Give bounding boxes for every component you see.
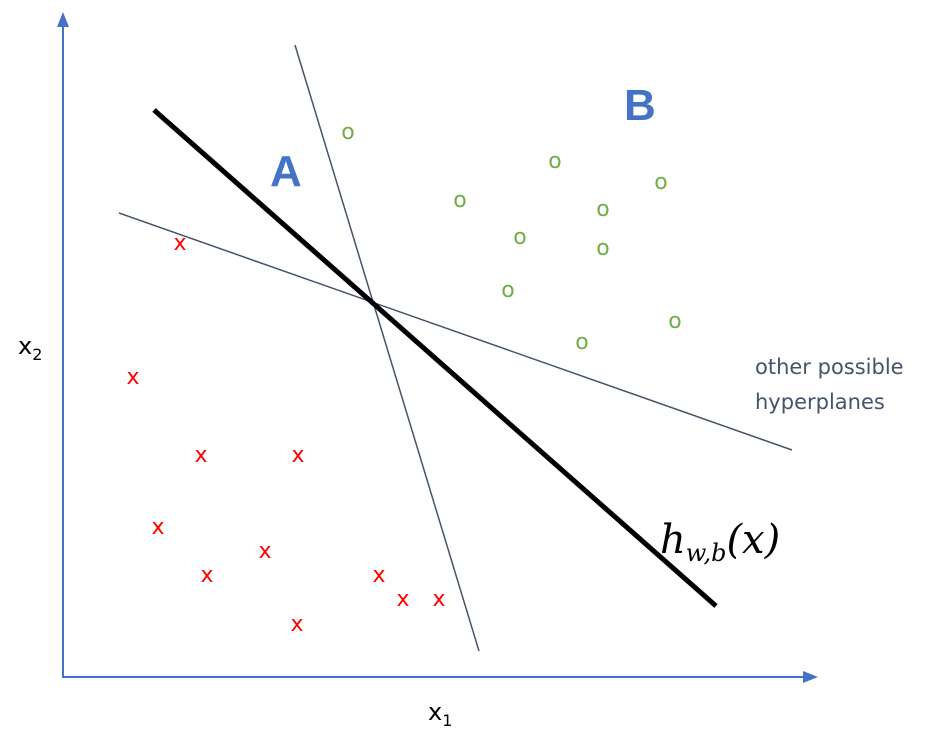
- class-x-point: x: [173, 231, 186, 256]
- class-x-point: x: [396, 587, 409, 612]
- class-x-point: x: [194, 443, 207, 468]
- class-x-point: x: [372, 563, 385, 588]
- y-axis-label: x2: [18, 332, 42, 364]
- axes: [57, 12, 818, 683]
- x-axis-label: x1: [428, 698, 452, 730]
- other-hyperplanes-label-line2: hyperplanes: [755, 390, 885, 414]
- class-o-point: o: [548, 149, 561, 174]
- hyperplane-formula: hw,b(x): [660, 517, 780, 567]
- class-o-point: o: [596, 197, 609, 222]
- class-x-point: x: [126, 365, 139, 390]
- x-axis-arrow-icon: [803, 671, 818, 683]
- class-o-point: o: [513, 225, 526, 250]
- class-x-point: x: [290, 612, 303, 637]
- class-o-point: o: [453, 188, 466, 213]
- y-axis-arrow-icon: [57, 12, 69, 27]
- other-hyperplanes-label-line1: other possible: [755, 355, 904, 379]
- class-x-point: x: [291, 443, 304, 468]
- class-o-point: o: [668, 309, 681, 334]
- optimal-hyperplane: [152, 108, 718, 608]
- class-o-point: o: [341, 120, 354, 145]
- class-x-point: x: [432, 587, 445, 612]
- class-x-point: x: [200, 563, 213, 588]
- region-b-label: B: [624, 81, 656, 130]
- class-o-point: o: [575, 330, 588, 355]
- region-a-label: A: [270, 147, 302, 196]
- class-x-point: x: [258, 539, 271, 564]
- class-o-point: o: [501, 278, 514, 303]
- other-hyperplane-steep: [294, 44, 480, 652]
- class-o-point: o: [596, 236, 609, 261]
- other-hyperplane-shallow: [118, 212, 793, 451]
- class-x-point: x: [151, 515, 164, 540]
- class-o-point: o: [654, 170, 667, 195]
